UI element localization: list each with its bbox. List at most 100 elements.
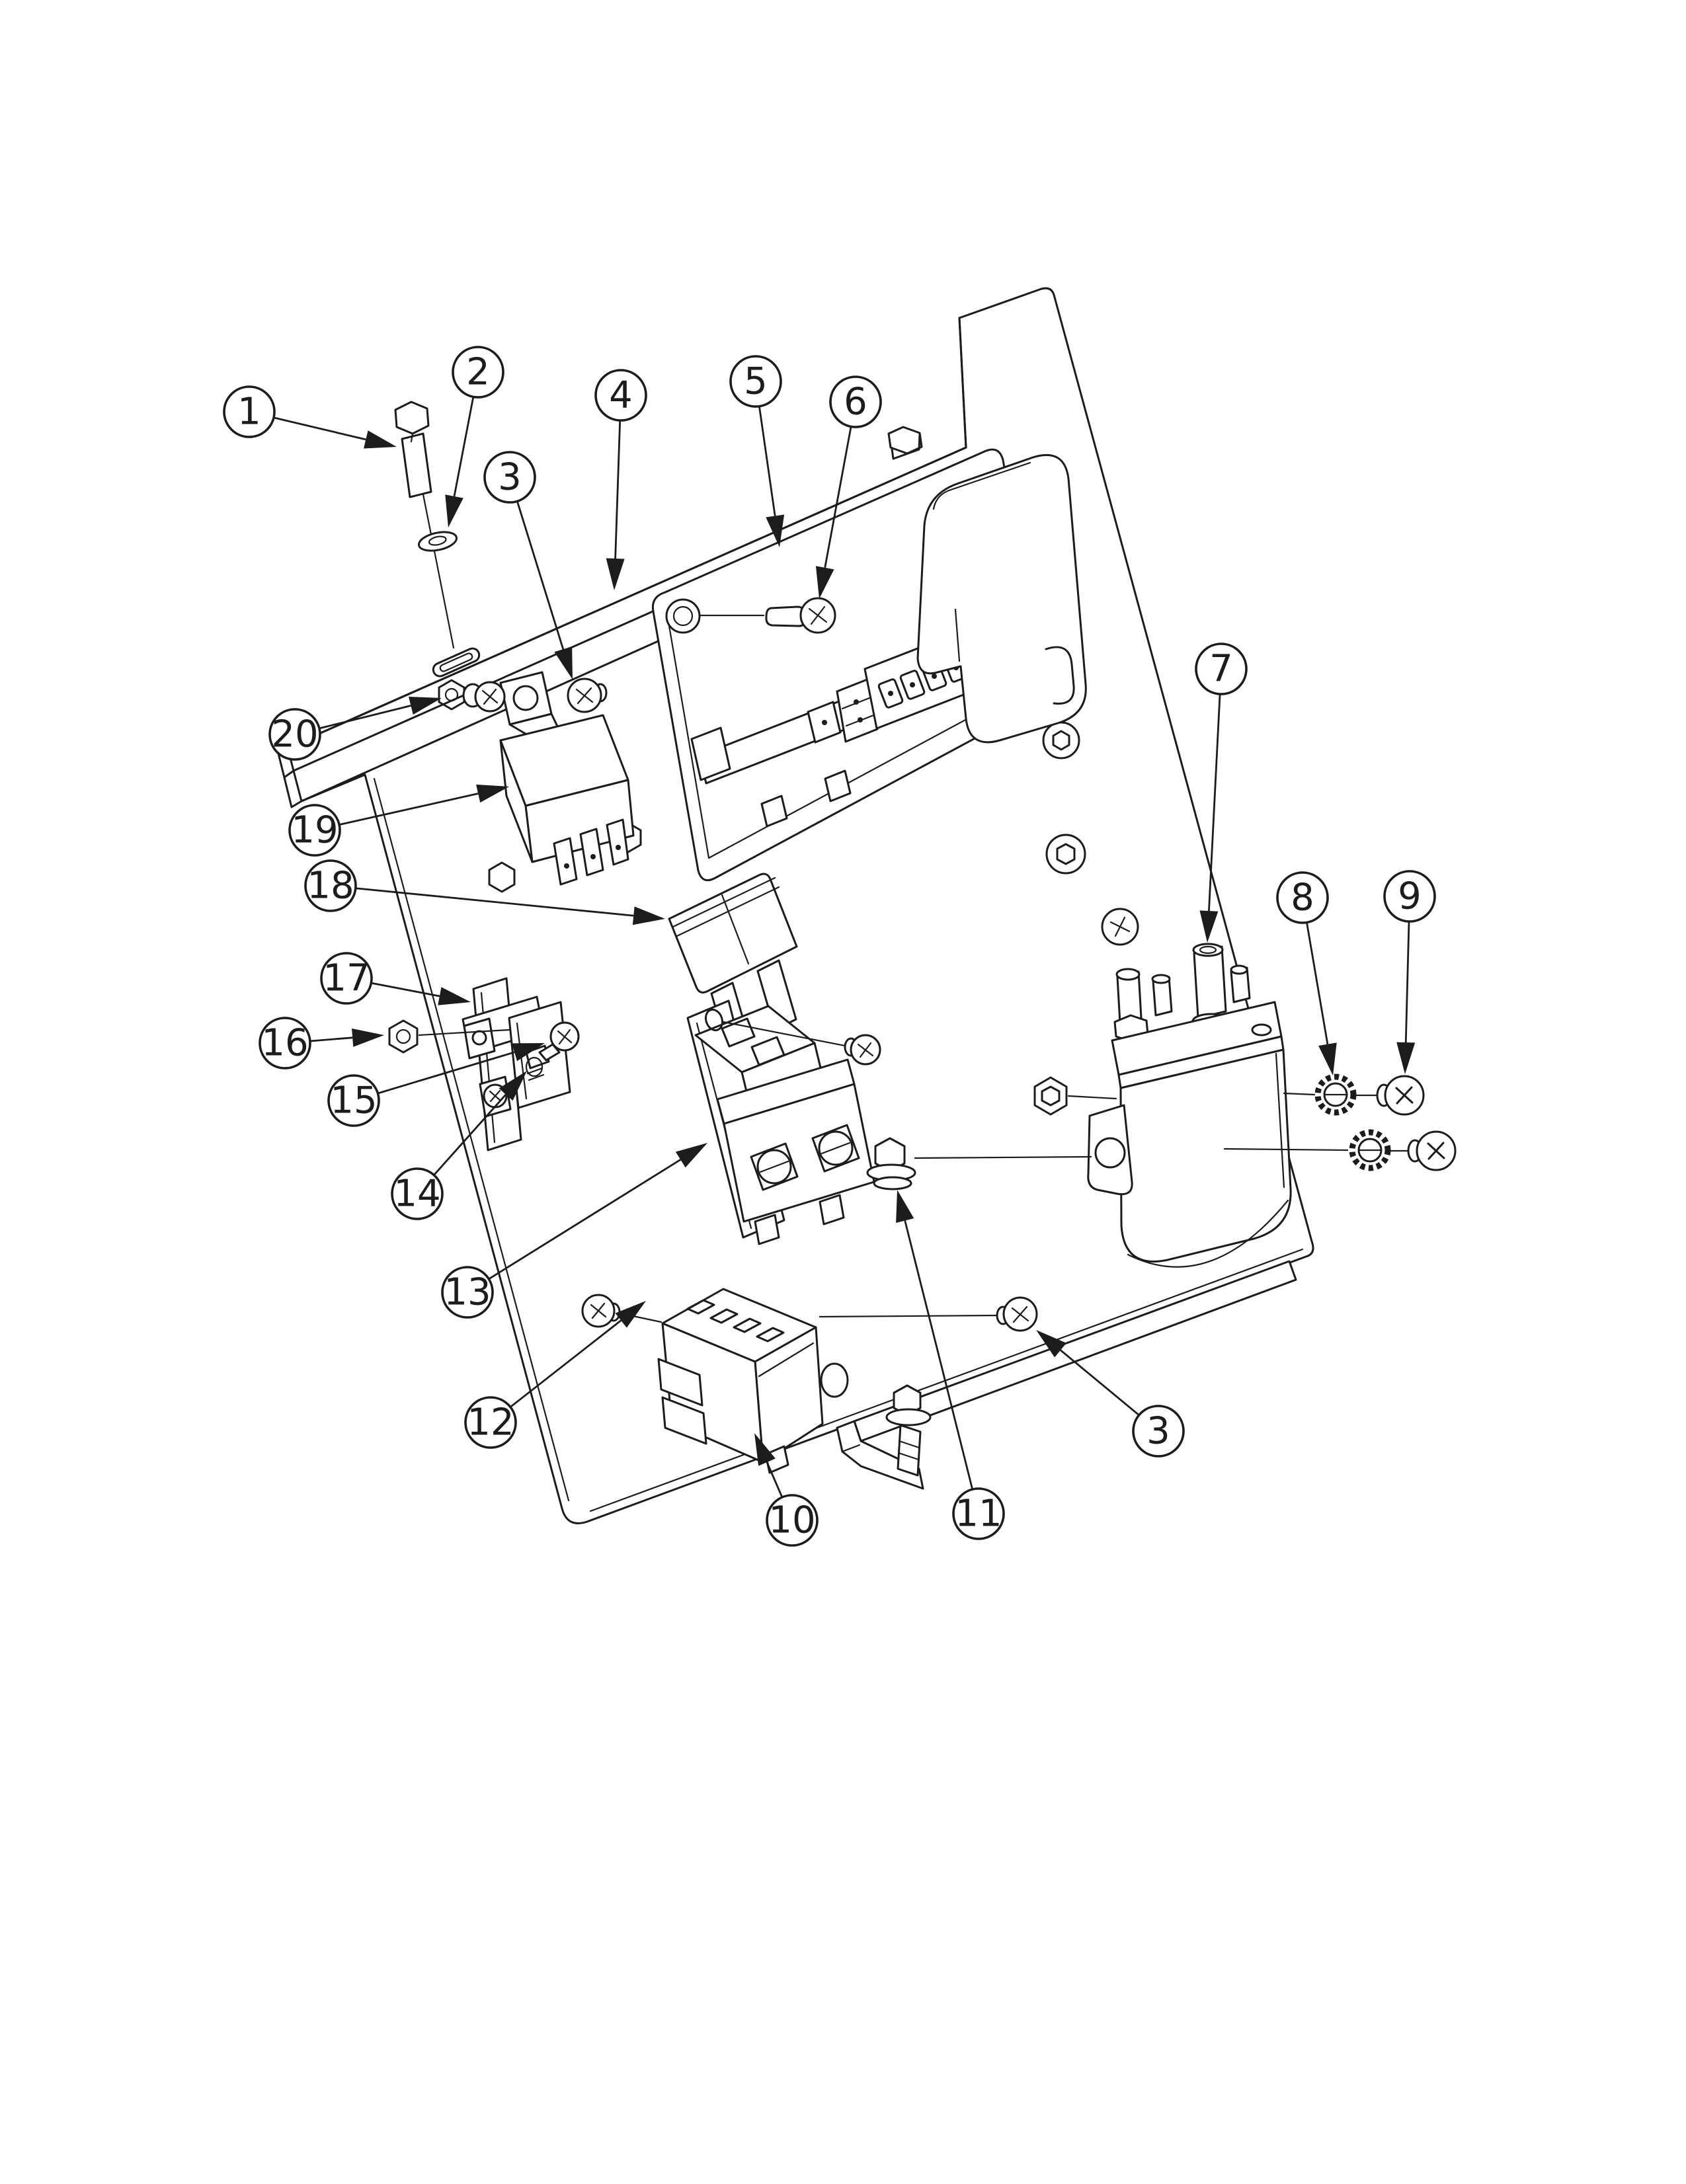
leader-line <box>319 705 411 730</box>
fuse-socket <box>721 1017 756 1048</box>
callout-number: 1 <box>237 391 261 434</box>
callout-circle <box>327 1074 380 1127</box>
leader-line <box>355 887 634 917</box>
leader-arrowhead <box>766 514 785 547</box>
callout-number: 12 <box>467 1401 514 1444</box>
callout-number: 14 <box>393 1173 440 1216</box>
callout-circle <box>483 451 536 504</box>
bar-slot-hole <box>432 647 481 678</box>
bolt-axis-line <box>914 1155 1092 1159</box>
bracket-hole <box>512 685 539 711</box>
star-washer <box>1349 1129 1391 1171</box>
callout-circle <box>464 1396 517 1449</box>
leader-line <box>510 1319 622 1408</box>
callout-number: 17 <box>323 957 370 1000</box>
callout-circle <box>1276 871 1329 924</box>
box-snap-ledge <box>661 1396 707 1445</box>
leader-line <box>1060 1349 1140 1416</box>
module-screw-item6 <box>698 597 836 634</box>
box-snap-ledge <box>657 1358 703 1407</box>
callout-circle <box>594 369 647 422</box>
hex-screw <box>1042 721 1080 760</box>
solenoid-stud <box>1151 974 1173 1017</box>
bracket-stud <box>885 1384 932 1477</box>
bar-top-edge <box>286 446 967 749</box>
fuse-socket <box>750 1036 785 1066</box>
screw-axis-line <box>722 1021 846 1047</box>
callout-circle <box>304 859 357 912</box>
callout-17: 17 <box>320 952 471 1005</box>
breaker-top-screw <box>722 1021 881 1066</box>
leader-arrowhead <box>499 1071 527 1101</box>
callout-7: 7 <box>1195 643 1248 943</box>
aux-breaker-item17 <box>462 977 580 1151</box>
callout-circle <box>952 1487 1005 1540</box>
callout-8: 8 <box>1276 871 1337 1075</box>
breaker-item13 <box>686 999 875 1245</box>
callout-19: 19 <box>288 784 509 857</box>
axis-line <box>1283 1092 1316 1096</box>
flat-washer-item2 <box>418 531 458 552</box>
cover-clip-hook <box>1045 646 1075 705</box>
bracket-hole <box>704 1008 724 1032</box>
callout-10: 10 <box>754 1433 819 1547</box>
callout-2: 2 <box>445 346 504 527</box>
relay-item19 <box>499 714 635 886</box>
leader-arrowhead <box>409 696 442 715</box>
washer-screw-row-1 <box>1283 1073 1425 1116</box>
leader-arrowhead <box>364 430 397 449</box>
leader-arrowhead <box>675 1143 707 1168</box>
bar-strip-edge <box>958 317 967 449</box>
box-item10 <box>657 1288 824 1474</box>
callout-3a: 3 <box>483 451 573 680</box>
nut-axis-line <box>418 1029 510 1036</box>
ear-hole <box>1094 1137 1126 1169</box>
callout-number: 20 <box>271 713 318 756</box>
screw-shank <box>765 605 807 627</box>
leader-line <box>766 1462 783 1498</box>
callout-3b: 3 <box>1036 1330 1185 1458</box>
callout-15: 15 <box>327 1043 545 1127</box>
callout-20: 20 <box>268 696 442 761</box>
strip-foot <box>760 795 788 828</box>
bolt-shank <box>401 432 432 498</box>
cover-outline <box>916 453 1087 744</box>
hex-nut <box>438 679 465 711</box>
callout-circle <box>259 1017 311 1070</box>
callout-circle <box>288 804 341 857</box>
leader-line <box>453 397 475 497</box>
leader-arrowhead <box>815 566 834 599</box>
callout-circle <box>766 1494 819 1547</box>
leader-arrowhead <box>632 906 665 925</box>
callout-circle <box>268 708 321 761</box>
callout-number: 3 <box>498 456 522 499</box>
callout-circle <box>1195 643 1248 695</box>
leader-line <box>371 982 440 997</box>
callout-number: 18 <box>307 865 354 908</box>
callout-14: 14 <box>391 1071 527 1220</box>
callout-number: 13 <box>444 1271 491 1314</box>
phillips-screw <box>1101 908 1139 946</box>
leader-line <box>309 1036 353 1042</box>
callout-number: 5 <box>744 360 768 403</box>
callout-number: 4 <box>609 374 633 417</box>
callout-circle <box>1132 1405 1185 1458</box>
solenoid-ear <box>1087 1104 1133 1196</box>
axis-line <box>1223 1148 1349 1151</box>
callout-circle <box>223 385 276 438</box>
leader-line <box>758 406 776 516</box>
relay-pins <box>553 818 629 886</box>
mount-pad <box>463 1017 496 1060</box>
leader-arrowhead <box>476 784 509 803</box>
leader-arrowhead <box>615 1301 646 1328</box>
callout-number: 16 <box>261 1022 308 1065</box>
relay-side-face <box>499 739 534 863</box>
callout-5: 5 <box>729 355 785 547</box>
bolt-axis-line <box>422 493 455 649</box>
leader-line <box>1306 922 1329 1044</box>
leader-line <box>377 1051 515 1095</box>
screw-item3-bottom <box>819 1296 1038 1332</box>
callout-circle <box>1383 870 1436 923</box>
